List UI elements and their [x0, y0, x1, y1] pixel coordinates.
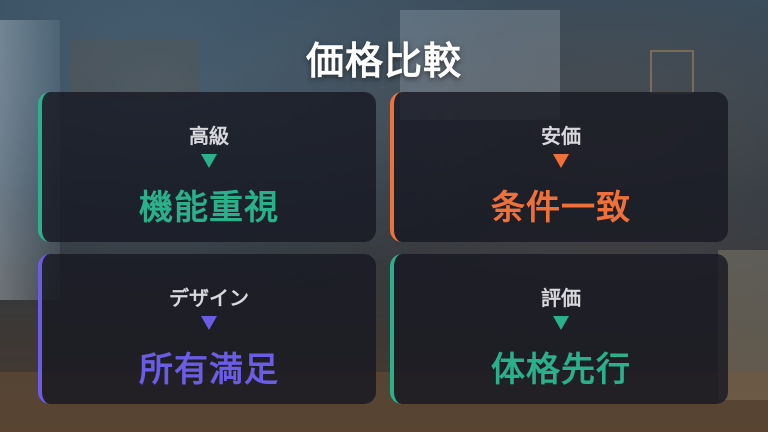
- card-value: 条件一致: [491, 188, 631, 228]
- down-triangle-icon: [553, 316, 569, 330]
- down-triangle-icon: [201, 316, 217, 330]
- comparison-card-luxury: 高級 機能重視: [38, 92, 376, 242]
- comparison-card-design: デザイン 所有満足: [38, 254, 376, 404]
- card-value: 機能重視: [139, 188, 279, 228]
- down-triangle-icon: [553, 154, 569, 168]
- card-value: 体格先行: [491, 350, 631, 390]
- card-label: デザイン: [169, 286, 249, 310]
- card-label: 安価: [541, 124, 581, 148]
- down-triangle-icon: [201, 154, 217, 168]
- comparison-card-rating: 評価 体格先行: [390, 254, 728, 404]
- page-title: 価格比較: [305, 39, 462, 83]
- background-shelf: [70, 40, 200, 100]
- comparison-card-cheap: 安価 条件一致: [390, 92, 728, 242]
- card-label: 評価: [541, 286, 581, 310]
- card-value: 所有満足: [139, 350, 279, 390]
- card-label: 高級: [189, 124, 229, 148]
